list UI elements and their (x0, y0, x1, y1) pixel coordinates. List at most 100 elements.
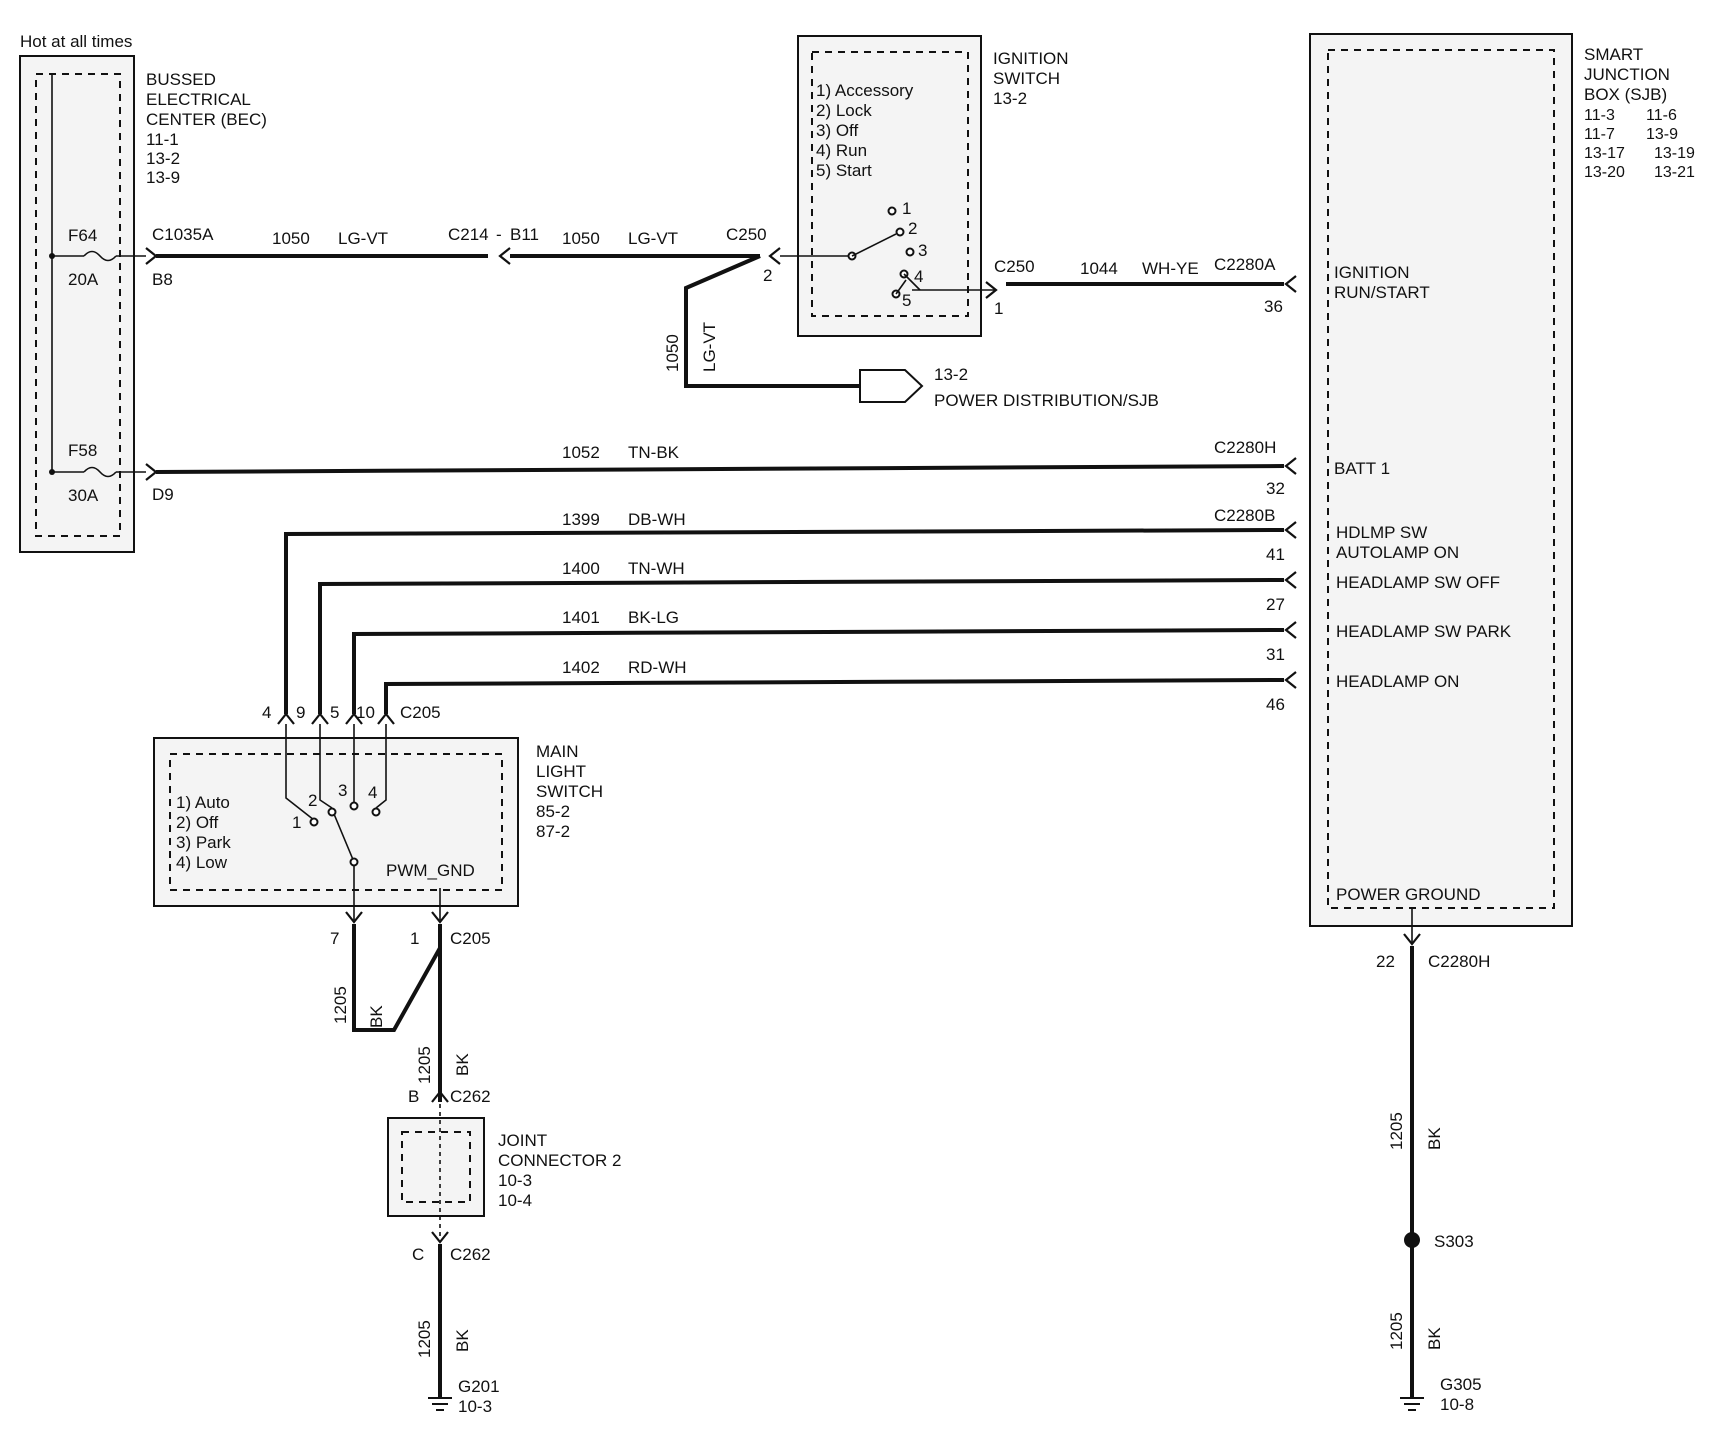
ign-contact-3: 3 (918, 241, 927, 260)
c262-in-pin: B (408, 1087, 419, 1106)
mls-contact-1: 1 (292, 813, 301, 832)
bec-ref-2: 13-2 (146, 149, 180, 168)
sjb-pin-off: HEADLAMP SW OFF (1336, 573, 1500, 592)
ignition-switch-box (797, 35, 982, 337)
c250-out-arrow (985, 281, 998, 299)
joint-ref-1: 10-3 (498, 1171, 532, 1190)
wr1205a-color: BK (1425, 1127, 1444, 1150)
mls-ref-1: 85-2 (536, 802, 570, 821)
w1044-color: WH-YE (1142, 259, 1199, 278)
c262-out-connector: C262 (450, 1245, 491, 1264)
w1050c-circuit: 1050 (663, 334, 682, 372)
wr1205b-color: BK (1425, 1327, 1444, 1350)
ign-pos-5: 5) Start (816, 161, 872, 180)
sjb-ref-3a: 13-17 (1584, 145, 1625, 162)
splice-s303-label: S303 (1434, 1232, 1474, 1251)
mls-pwm-label: PWM_GND (386, 861, 475, 880)
w1052-connector: C2280H (1214, 438, 1276, 457)
wl1205a-color: BK (367, 1005, 386, 1028)
d9-arrow (145, 463, 158, 481)
power-dist-ref-flag (859, 369, 924, 403)
mls-top-pin-9: 9 (296, 703, 305, 722)
w1052-circuit: 1052 (562, 443, 600, 462)
bec-ref-1: 11-1 (146, 130, 179, 149)
sjb-ref-1b: 11-6 (1646, 107, 1677, 124)
c205-arrow-4 (277, 712, 295, 725)
c2280b-arrow-46 (1284, 671, 1297, 689)
ground-g305-ref: 10-8 (1440, 1395, 1474, 1414)
wire-1050-c (684, 254, 860, 388)
ground-g201-name: G201 (458, 1377, 500, 1396)
ground-g201-ref: 10-3 (458, 1397, 492, 1416)
c205-arrow-7 (345, 911, 363, 924)
sjb-ref-4b: 13-21 (1654, 164, 1695, 181)
c1035a-arrow (145, 247, 158, 265)
mls-top-pin-4: 4 (262, 703, 271, 722)
bec-ref-3: 13-9 (146, 168, 180, 187)
mls-title-2: LIGHT (536, 762, 586, 781)
c250-in-arrow (768, 247, 781, 265)
sjb-pin-park: HEADLAMP SW PARK (1336, 622, 1512, 641)
w1052-pin: 32 (1266, 479, 1285, 498)
sjb-ref-4a: 13-20 (1584, 164, 1625, 181)
w1050a-color: LG-VT (338, 229, 388, 248)
mls-title-1: MAIN (536, 742, 579, 761)
power-dist-label: POWER DISTRIBUTION/SJB (934, 391, 1159, 410)
mls-pos-3: 3) Park (176, 833, 231, 852)
ign-pos-1: 1) Accessory (816, 81, 914, 100)
fuse-f58-name: F58 (68, 441, 97, 460)
fuse-f64-rating: 20A (68, 270, 99, 289)
sjb-pin-ign-1: IGNITION (1334, 263, 1410, 282)
ground-g201-symbol (428, 1397, 452, 1411)
wl1205c-circuit: 1205 (415, 1320, 434, 1358)
fuse-f64: F64 20A (49, 226, 146, 289)
mls-ref-2: 87-2 (536, 822, 570, 841)
ign-contact-2: 2 (908, 219, 917, 238)
ign-contact-5: 5 (902, 291, 911, 310)
mls-bottom-connector: C205 (450, 929, 491, 948)
c214-arrow (498, 247, 511, 265)
wl1205b-color: BK (453, 1053, 472, 1076)
w1050c-color: LG-VT (700, 322, 719, 372)
w1050b-color: LG-VT (628, 229, 678, 248)
wire-1402 (384, 678, 1285, 714)
wire-1399 (284, 528, 1285, 714)
ign-contact-1: 1 (902, 199, 911, 218)
ign-title-2: SWITCH (993, 69, 1060, 88)
wl1205a-circuit: 1205 (331, 986, 350, 1024)
fuse-f58-rating: 30A (68, 486, 99, 505)
bec-title-1: BUSSED (146, 70, 216, 89)
wire-1401 (352, 628, 1285, 714)
sjb-title-1: SMART (1584, 45, 1643, 64)
c205-arrow-1 (431, 911, 449, 924)
c2280b-arrow-41 (1284, 521, 1297, 539)
bec-title-2: ELECTRICAL (146, 90, 251, 109)
ign-title-1: IGNITION (993, 49, 1069, 68)
c250-in-label: C250 (726, 225, 767, 244)
main-light-switch-contacts (285, 724, 441, 920)
c1035a-label: C1035A (152, 225, 214, 244)
mls-top-connector: C205 (400, 703, 441, 722)
w1052-color: TN-BK (628, 443, 680, 462)
sjb-box (1309, 33, 1573, 927)
w1400-pin: 27 (1266, 595, 1285, 614)
w1044-circuit: 1044 (1080, 259, 1118, 278)
sjb-gnd-pin: 22 (1376, 952, 1395, 971)
c2280b-arrow-27 (1284, 571, 1297, 589)
w1400-color: TN-WH (628, 559, 685, 578)
joint-title-1: JOINT (498, 1131, 547, 1150)
w1050b-circuit: 1050 (562, 229, 600, 248)
mls-title-3: SWITCH (536, 782, 603, 801)
w1401-pin: 31 (1266, 645, 1285, 664)
sjb-ref-2a: 11-7 (1584, 126, 1615, 143)
w1399-pin: 41 (1266, 545, 1285, 564)
ign-pos-3: 3) Off (816, 121, 858, 140)
ground-g305-name: G305 (1440, 1375, 1482, 1394)
c205-arrow-5 (345, 712, 363, 725)
ignition-switch-contacts (780, 206, 996, 299)
bec-box: F64 20A F58 30A (19, 55, 146, 553)
fuse-f64-name: F64 (68, 226, 97, 245)
splice-s303 (1404, 1232, 1420, 1248)
b8-pin: B8 (152, 270, 173, 289)
